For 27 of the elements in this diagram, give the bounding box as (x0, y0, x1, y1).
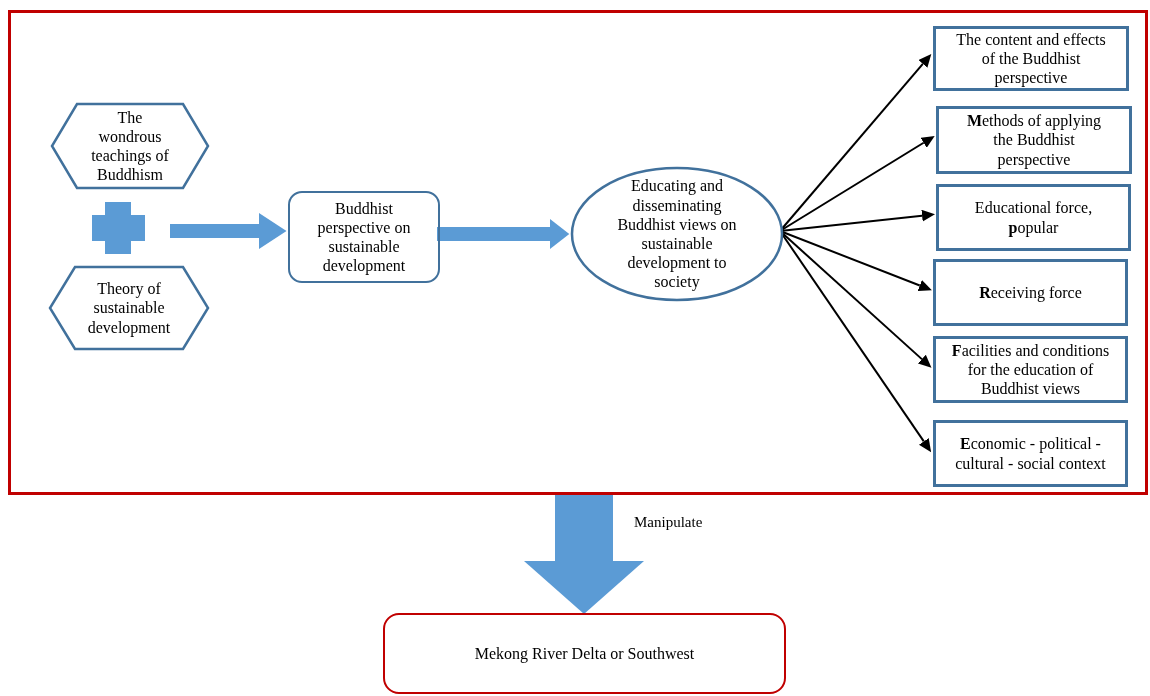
process-box (933, 26, 1129, 91)
node-label: The content and effects of the Buddhist perspective (955, 29, 1107, 88)
hexagon-node (49, 266, 209, 350)
node-label: The wondrous teachings of Buddhism (90, 107, 170, 185)
process-box (936, 106, 1132, 174)
block-arrow (437, 219, 570, 249)
node-label: Mekong River Delta or Southwest (474, 643, 695, 664)
process-box (933, 336, 1128, 403)
node-label: Methods of applying the Buddhist perspective (965, 111, 1103, 169)
process-box (936, 184, 1131, 251)
block-arrow (524, 495, 644, 614)
process-box (288, 191, 440, 283)
hexagon-node (51, 103, 209, 189)
node-label: Facilities and conditions for the education of Buddhist views (950, 340, 1111, 399)
diagram-frame (8, 10, 1148, 495)
node-label: Economic - political - cultural - social context (954, 434, 1107, 473)
process-box (933, 259, 1128, 326)
node-label: Educational force, popular (973, 198, 1094, 237)
ellipse-node (571, 167, 783, 301)
block-arrow (170, 213, 287, 249)
node-label: Receiving force (979, 282, 1082, 303)
result-box (383, 613, 786, 694)
node-label: Buddhist perspective on sustainable development (316, 198, 412, 276)
node-label: Educating and disseminating Buddhist views on sustainable development to society (616, 176, 738, 292)
node-label: Theory of sustainable development (86, 279, 172, 337)
process-box (933, 420, 1128, 487)
edge-label: Manipulate (632, 514, 705, 531)
